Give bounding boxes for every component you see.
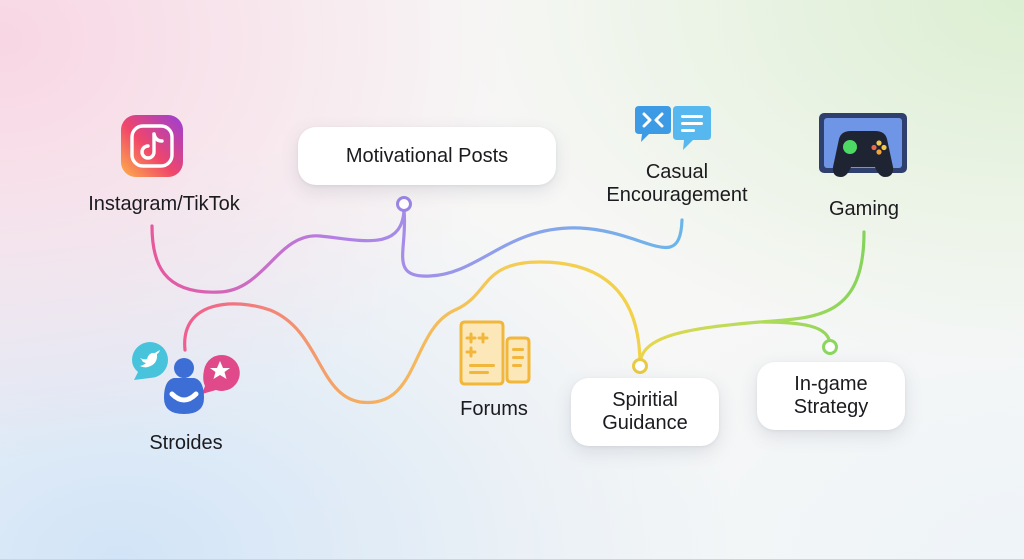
pill-motivational-posts: Motivational Posts — [298, 127, 556, 185]
label-gaming: Gaming — [828, 198, 900, 220]
forum-documents-icon — [457, 320, 533, 386]
label-spiritual-line1: Spiritial — [612, 389, 678, 411]
pill-spiritual-guidance: Spiritial Guidance — [571, 378, 719, 446]
label-instagram-tiktok: Instagram/TikTok — [88, 193, 240, 215]
node-dot-motivational — [396, 196, 412, 212]
label-forums: Forums — [460, 398, 528, 420]
connector-stroides-to-spiritual — [183, 260, 642, 405]
label-strategy-line2: Strategy — [793, 396, 869, 418]
pill-in-game-strategy: In-game Strategy — [757, 362, 905, 430]
label-casual-encouragement: Casual Encouragement — [606, 161, 747, 207]
social-cluster-icon — [128, 340, 240, 420]
label-casual-line2: Encouragement — [606, 184, 748, 206]
chat-bubbles-icon — [633, 104, 713, 156]
node-dot-spiritual — [632, 358, 648, 374]
label-motivational-posts: Motivational Posts — [345, 144, 509, 167]
label-stroides: Stroides — [149, 432, 223, 454]
label-strategy-line1: In-game — [794, 373, 868, 395]
label-spiritual-line2: Guidance — [602, 412, 688, 434]
node-dot-strategy — [822, 339, 838, 355]
label-casual-line1: Casual — [645, 161, 709, 183]
game-controller-icon — [817, 111, 909, 187]
tiktok-app-icon — [120, 114, 184, 178]
connector-instagram-to-encouragement — [150, 208, 684, 294]
